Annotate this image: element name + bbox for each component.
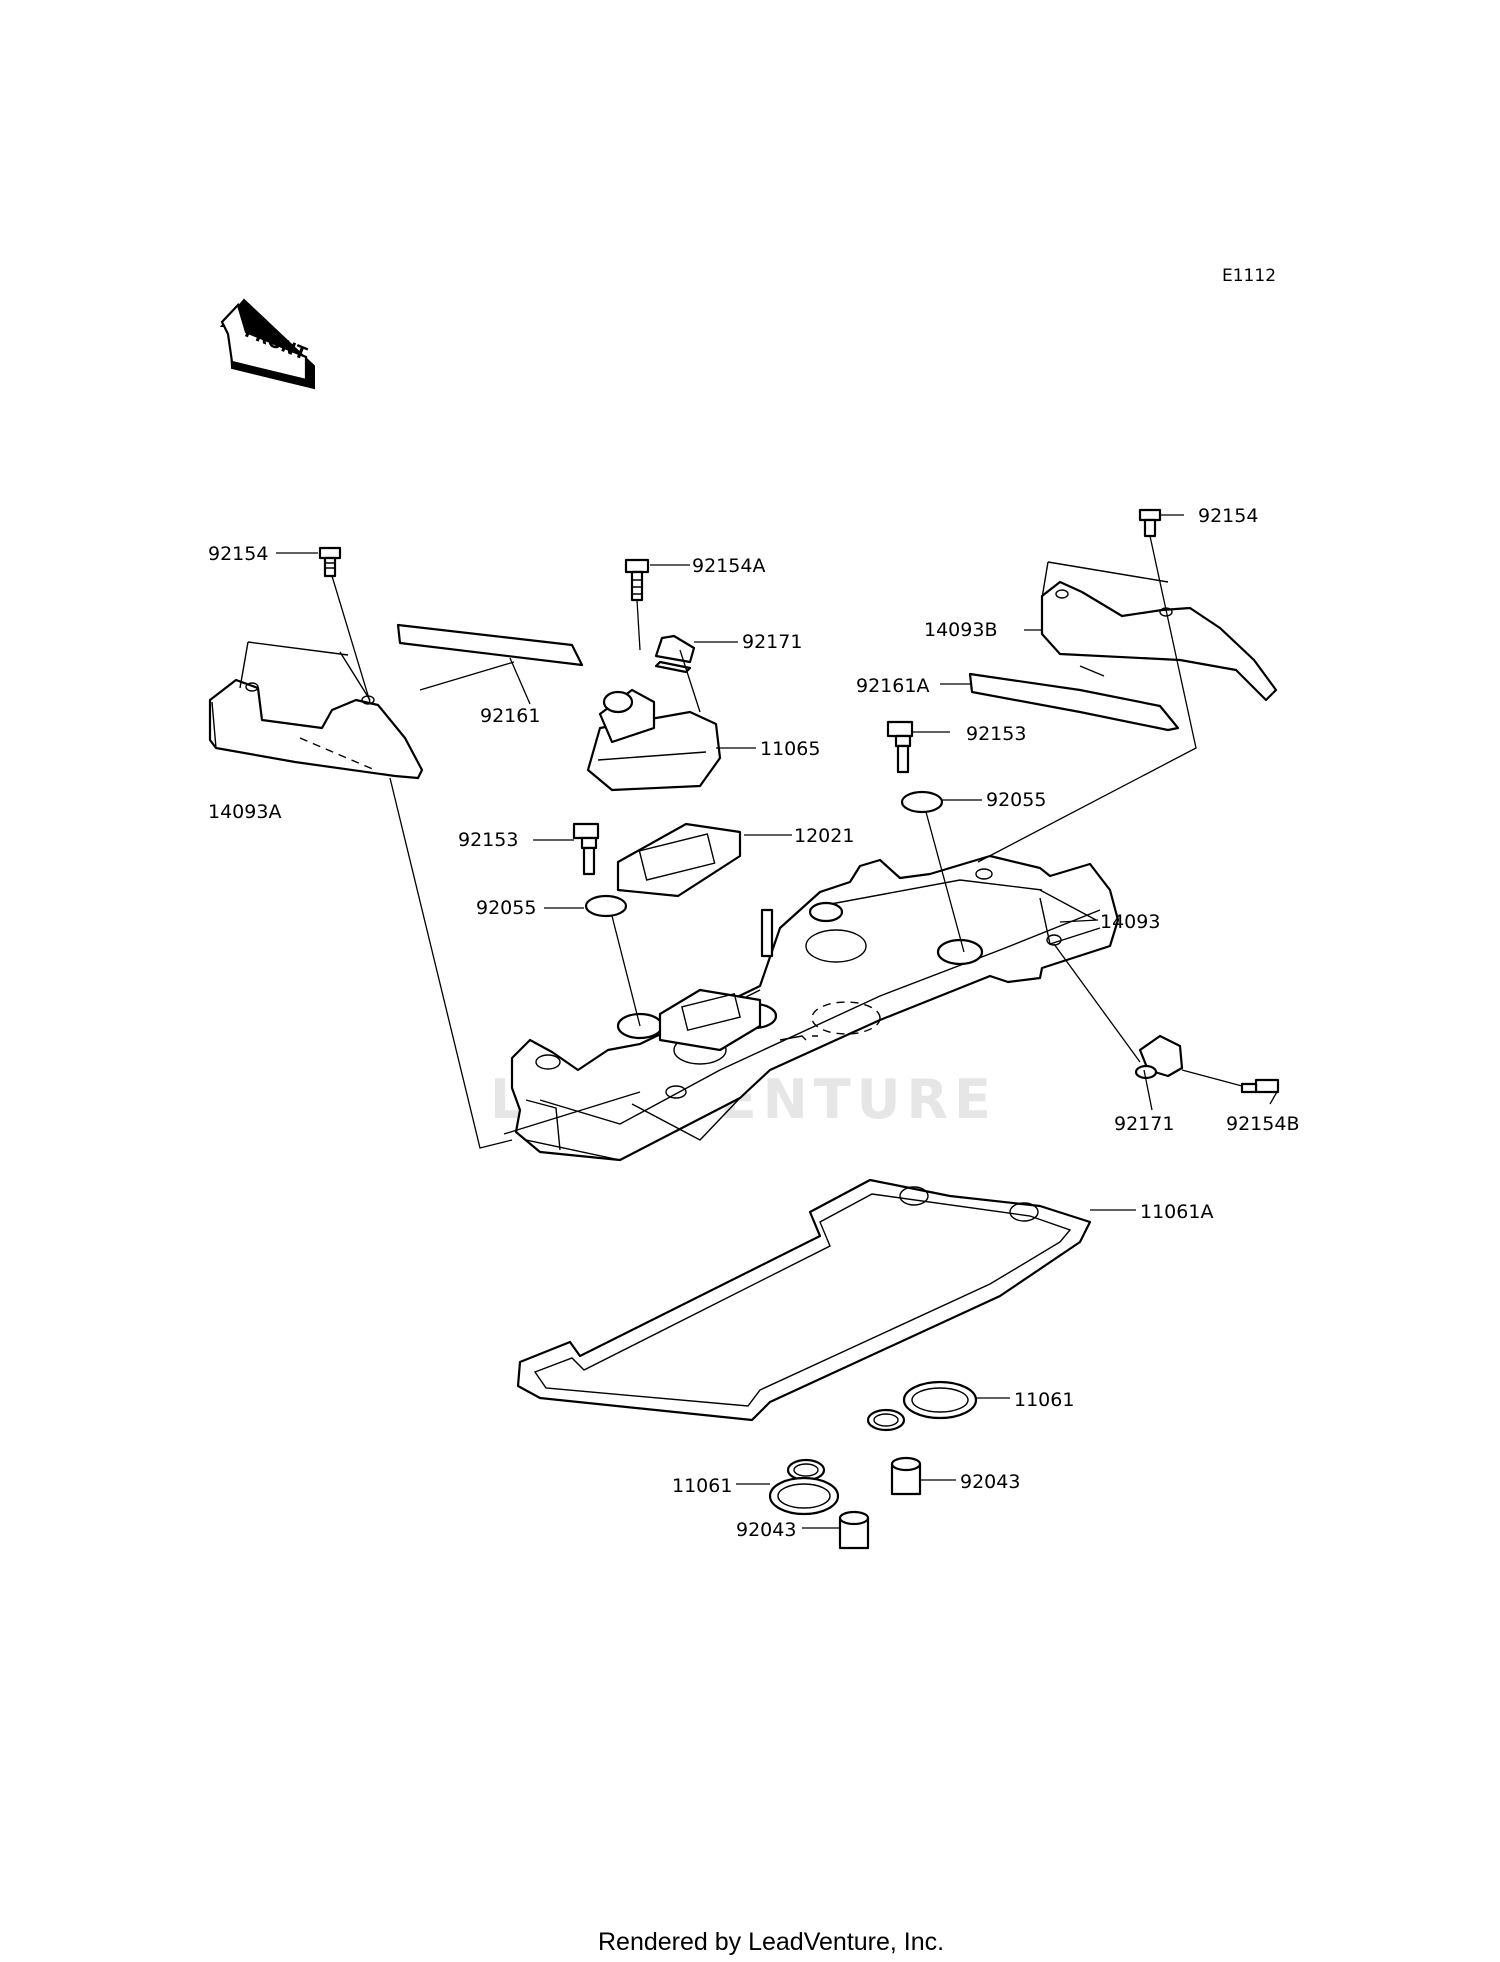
callout-92153-left: 92153 [458, 829, 518, 851]
cover-14093A [208, 641, 424, 780]
callout-92154-right: 92154 [1198, 505, 1258, 527]
callout-92055-left: 92055 [476, 897, 536, 919]
callout-92043-right: 92043 [960, 1471, 1020, 1493]
callout-92171-right: 92171 [1114, 1113, 1174, 1135]
callout-92154B: 92154B [1226, 1113, 1299, 1135]
clamp-92171-right [1134, 1034, 1184, 1080]
callout-14093: 14093 [1100, 911, 1160, 933]
callout-92055-right: 92055 [986, 789, 1046, 811]
bolt-92153-right [886, 720, 914, 774]
cap-11065 [586, 688, 722, 792]
bolt-92154A [624, 558, 650, 602]
callout-92161: 92161 [480, 705, 540, 727]
oring-11061-right [866, 1380, 978, 1432]
dowel-92043-right [890, 1456, 922, 1496]
front-arrow-icon: FRONT [219, 298, 315, 390]
callout-92154-left: 92154 [208, 543, 268, 565]
callout-11065: 11065 [760, 738, 820, 760]
bolt-92154B [1240, 1078, 1280, 1094]
footer-credit: Rendered by LeadVenture, Inc. [598, 1928, 944, 1956]
bolt-92154-left [318, 546, 342, 578]
callout-92171-top: 92171 [742, 631, 802, 653]
callout-92161A: 92161A [856, 675, 929, 697]
callout-92043-left: 92043 [736, 1519, 796, 1541]
washer-92055-left [584, 894, 628, 918]
gasket-11061A [516, 1178, 1092, 1422]
callout-11061-left: 11061 [672, 1475, 732, 1497]
bolt-92154-right [1138, 508, 1162, 538]
strip-92161 [396, 623, 584, 667]
callout-92153-right: 92153 [966, 723, 1026, 745]
callout-14093A: 14093A [208, 801, 281, 823]
dowel-92043-left [838, 1510, 870, 1550]
leader-lines [276, 514, 1279, 1529]
clamp-92171-top [654, 634, 696, 674]
callout-11061A: 11061A [1140, 1201, 1213, 1223]
washer-92055-right [900, 790, 944, 814]
oring-11061-left [768, 1458, 840, 1516]
plate-12021 [616, 822, 742, 898]
callout-14093B: 14093B [924, 619, 997, 641]
strip-92161A [968, 672, 1180, 732]
valve-cover-14093 [510, 854, 1120, 1162]
cover-14093B [1040, 561, 1278, 702]
callout-12021: 12021 [794, 825, 854, 847]
bolt-92153-left [572, 822, 600, 876]
callout-92154A: 92154A [692, 555, 765, 577]
diagram-code: E1112 [1222, 266, 1276, 286]
callout-11061-right: 11061 [1014, 1389, 1074, 1411]
